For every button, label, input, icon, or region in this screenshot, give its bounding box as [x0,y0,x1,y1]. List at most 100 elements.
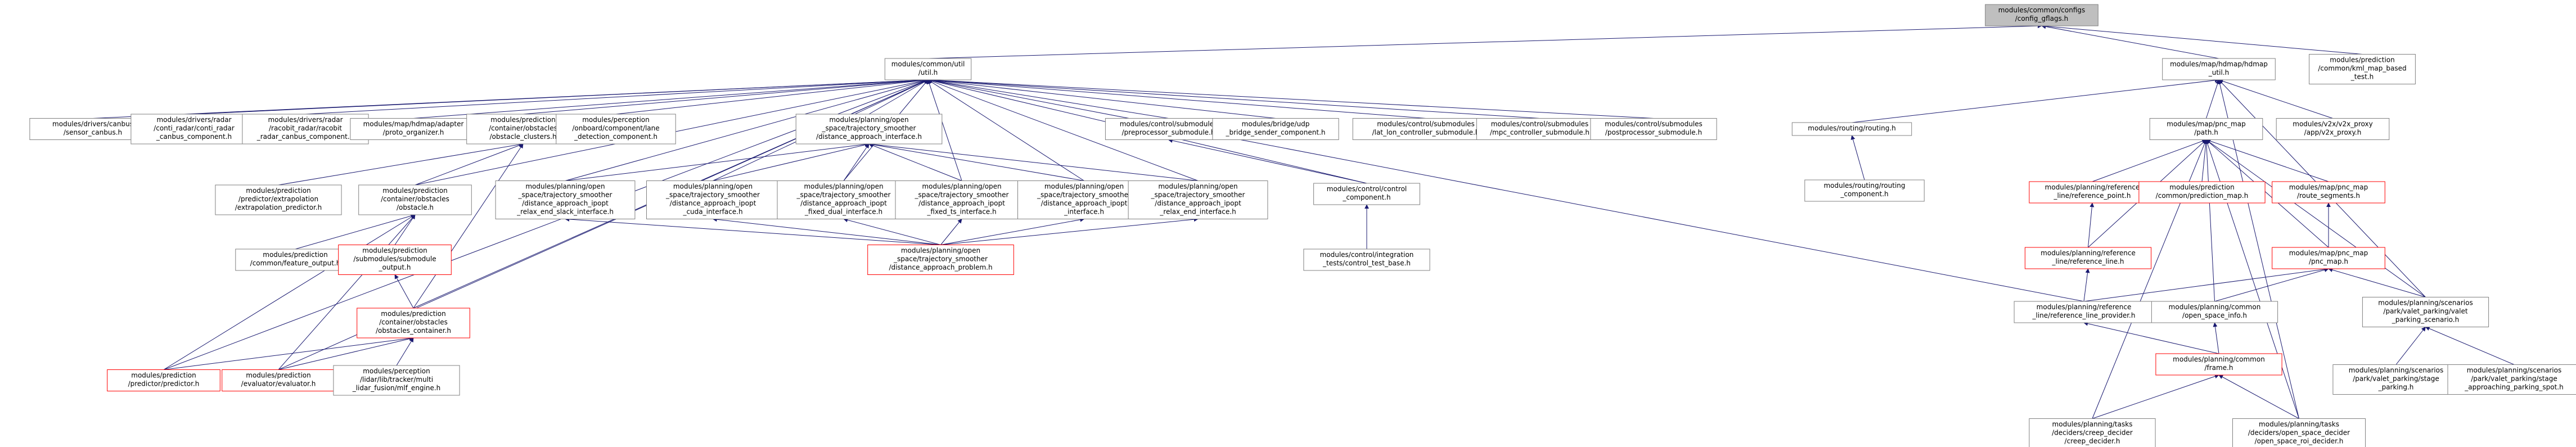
node-box [2232,418,2366,447]
node-route_seg[interactable]: modules/map/pnc_map/route_segments.h [2272,181,2385,204]
node-label-line: /util.h [918,69,938,76]
edge-predictor-to-obs_container [163,336,414,370]
node-ref_line[interactable]: modules/planning/reference_line/referenc… [2024,247,2152,269]
node-box [338,245,452,275]
node-hdmap_util[interactable]: modules/map/hdmap/hdmap_util.h [2162,58,2276,80]
node-label-line: /distance_approach_problem.h [889,264,992,272]
node-label-line: modules/planning/open [525,183,605,191]
node-label-line: modules/planning/open [901,247,980,255]
node-label-line: modules/common/util [891,60,965,68]
node-label-line: modules/planning/open [1158,183,1237,191]
edge-evaluator-to-obs_container [278,336,414,370]
node-feature_out[interactable]: modules/prediction/common/feature_output… [235,249,355,271]
node-lane_det[interactable]: modules/perception/onboard/component/lan… [556,114,676,145]
node-box [884,58,972,80]
node-valet_scenario[interactable]: modules/planning/scenarios/park/valet_pa… [2362,297,2489,327]
node-ctrl_test[interactable]: modules/control/integration_tests/contro… [1303,249,1430,271]
node-label-line: modules/drivers/canbus [52,120,133,128]
node-udp_bridge[interactable]: modules/bridge/udp_bridge_sender_compone… [1212,118,1339,140]
node-relax_slack[interactable]: modules/planning/open_space/trajectory_s… [495,180,636,219]
node-box [130,114,258,145]
edge-obs_clusters-to-util [523,78,929,115]
node-open_space_info[interactable]: modules/planning/common/open_space_info.… [2151,301,2278,323]
node-label-line: modules/bridge/udp [1242,120,1310,128]
node-label-line: /open_space_info.h [2182,311,2247,319]
node-obs_container[interactable]: modules/prediction/container/obstacles/o… [357,308,470,338]
node-evaluator[interactable]: modules/prediction/evaluator/evaluator.h [222,369,335,391]
node-pred_map[interactable]: modules/prediction/common/prediction_map… [2138,181,2266,204]
edge-v2x_proxy-to-hdmap_util [2218,79,2333,119]
node-label-line: /lat_lon_controller_submodule.h [1372,129,1480,137]
node-ref_provider[interactable]: modules/planning/reference_line/referenc… [2014,301,2154,323]
edge-stage_parking-to-valet_scenario [2395,326,2426,365]
node-box [2029,418,2156,447]
node-mlf_engine[interactable]: modules/perception/lidar/lib/tracker/mul… [333,365,460,396]
node-dist_problem[interactable]: modules/planning/open_space/trajectory_s… [867,245,1014,275]
node-label-line: _space/trajectory_smoother [1151,191,1245,199]
node-label-line: /sensor_canbus.h [64,129,122,137]
node-label-line: _detection_component.h [574,133,657,141]
node-label-line: _parking_scenario.h [2392,316,2459,324]
node-roi_decider[interactable]: modules/planning/tasks/deciders/open_spa… [2232,418,2366,447]
node-label-line: /open_space_roi_decider.h [2255,437,2344,445]
node-lat_lon[interactable]: modules/control/submodules/lat_lon_contr… [1352,118,1499,140]
edge-proto_org-to-util [413,78,929,119]
node-v2x_proxy[interactable]: modules/v2x/v2x_proxy/app/v2x_proxy.h [2276,118,2390,140]
node-label-line: modules/prediction [381,310,445,318]
node-box [1985,4,2098,26]
edge-dist_problem-to-relax_end [940,217,1199,245]
node-box [350,118,477,140]
node-root[interactable]: modules/common/configs/config_gflags.h [1985,4,2098,26]
node-pnc_map[interactable]: modules/map/pnc_map/path.h [2149,118,2263,140]
node-proto_org[interactable]: modules/map/hdmap/adapter/proto_organize… [350,118,477,140]
node-fixed_dual[interactable]: modules/planning/open_space/trajectory_s… [777,180,911,219]
node-label-line: _line/reference_line.h [2051,258,2124,265]
node-predictor[interactable]: modules/prediction/predictor/predictor.h [107,369,220,391]
node-racobit[interactable]: modules/drivers/radar/racobit_radar/raco… [242,114,369,145]
node-relax_end[interactable]: modules/planning/open_space/trajectory_s… [1128,180,1268,219]
node-cuda_if[interactable]: modules/planning/open_space/trajectory_s… [646,180,780,219]
node-box [2149,118,2263,140]
node-stage_approach[interactable]: modules/planning/scenarios/park/valet_pa… [2447,364,2576,395]
node-util[interactable]: modules/common/util/util.h [884,58,972,80]
node-label-line: modules/prediction [2330,56,2394,64]
node-label-line: modules/prediction [490,116,555,124]
node-box [2309,54,2416,84]
edge-roi_decider-to-frame_h [2218,374,2299,419]
node-label-line: _space/trajectory_smoother [1037,191,1131,199]
edge-lane_det-to-util [615,78,929,115]
node-ref_point[interactable]: modules/planning/reference_line/referenc… [2029,181,2156,204]
node-stage_parking[interactable]: modules/planning/scenarios/park/valet_pa… [2332,364,2460,395]
edge-cuda_if-to-dist_approach_if [713,142,870,181]
node-conti_radar[interactable]: modules/drivers/radar/conti_radar/conti_… [130,114,258,145]
edge-dist_problem-to-fixed_ts [940,218,962,245]
node-label-line: /deciders/open_space_decider [2248,429,2350,437]
node-label-line: /config_gflags.h [2015,15,2069,22]
node-extrap[interactable]: modules/prediction/predictor/extrapolati… [215,184,342,215]
edge-open_space_info-to-pnc_map_h [2214,268,2329,302]
node-submodule_out[interactable]: modules/prediction/submodules/submodule_… [338,245,452,275]
node-mpc_ctrl[interactable]: modules/control/submodules/mpc_controlle… [1476,118,1604,140]
edge-evaluator-to-obstacle_h [278,214,416,370]
node-fixed_ts[interactable]: modules/planning/open_space/trajectory_s… [895,180,1029,219]
node-label-line: modules/control/integration [1320,251,1414,259]
node-label-line: modules/planning/common [2169,303,2261,311]
node-box [215,184,342,215]
node-label-line: _bridge_sender_component.h [1226,129,1326,137]
node-obstacle_h[interactable]: modules/prediction/container/obstacles/o… [358,184,472,215]
node-label-line: modules/prediction [131,372,196,380]
node-kml_map[interactable]: modules/prediction/common/kml_map_based_… [2309,54,2416,84]
node-pnc_map_h[interactable]: modules/map/pnc_map/pnc_map.h [2272,247,2385,269]
node-label-line: /creep_decider.h [2065,437,2120,445]
node-box [107,369,220,391]
node-label-line: modules/planning/scenarios [2467,367,2561,374]
node-routing_h[interactable]: modules/routing/routing.h [1791,122,1912,136]
node-label-line: modules/control/submodules [1120,120,1218,128]
node-postprocessor[interactable]: modules/control/submodules/postprocessor… [1590,118,1717,140]
node-label-line: /pnc_map.h [2309,258,2348,265]
node-dist_approach_if[interactable]: modules/planning/open_space/trajectory_s… [795,114,943,145]
node-control_comp[interactable]: modules/control/control_component.h [1313,183,1420,205]
node-creep[interactable]: modules/planning/tasks/deciders/creep_de… [2029,418,2156,447]
node-routing_comp[interactable]: modules/routing/routing_component.h [1804,179,1925,202]
node-frame_h[interactable]: modules/planning/common/frame.h [2155,353,2282,376]
